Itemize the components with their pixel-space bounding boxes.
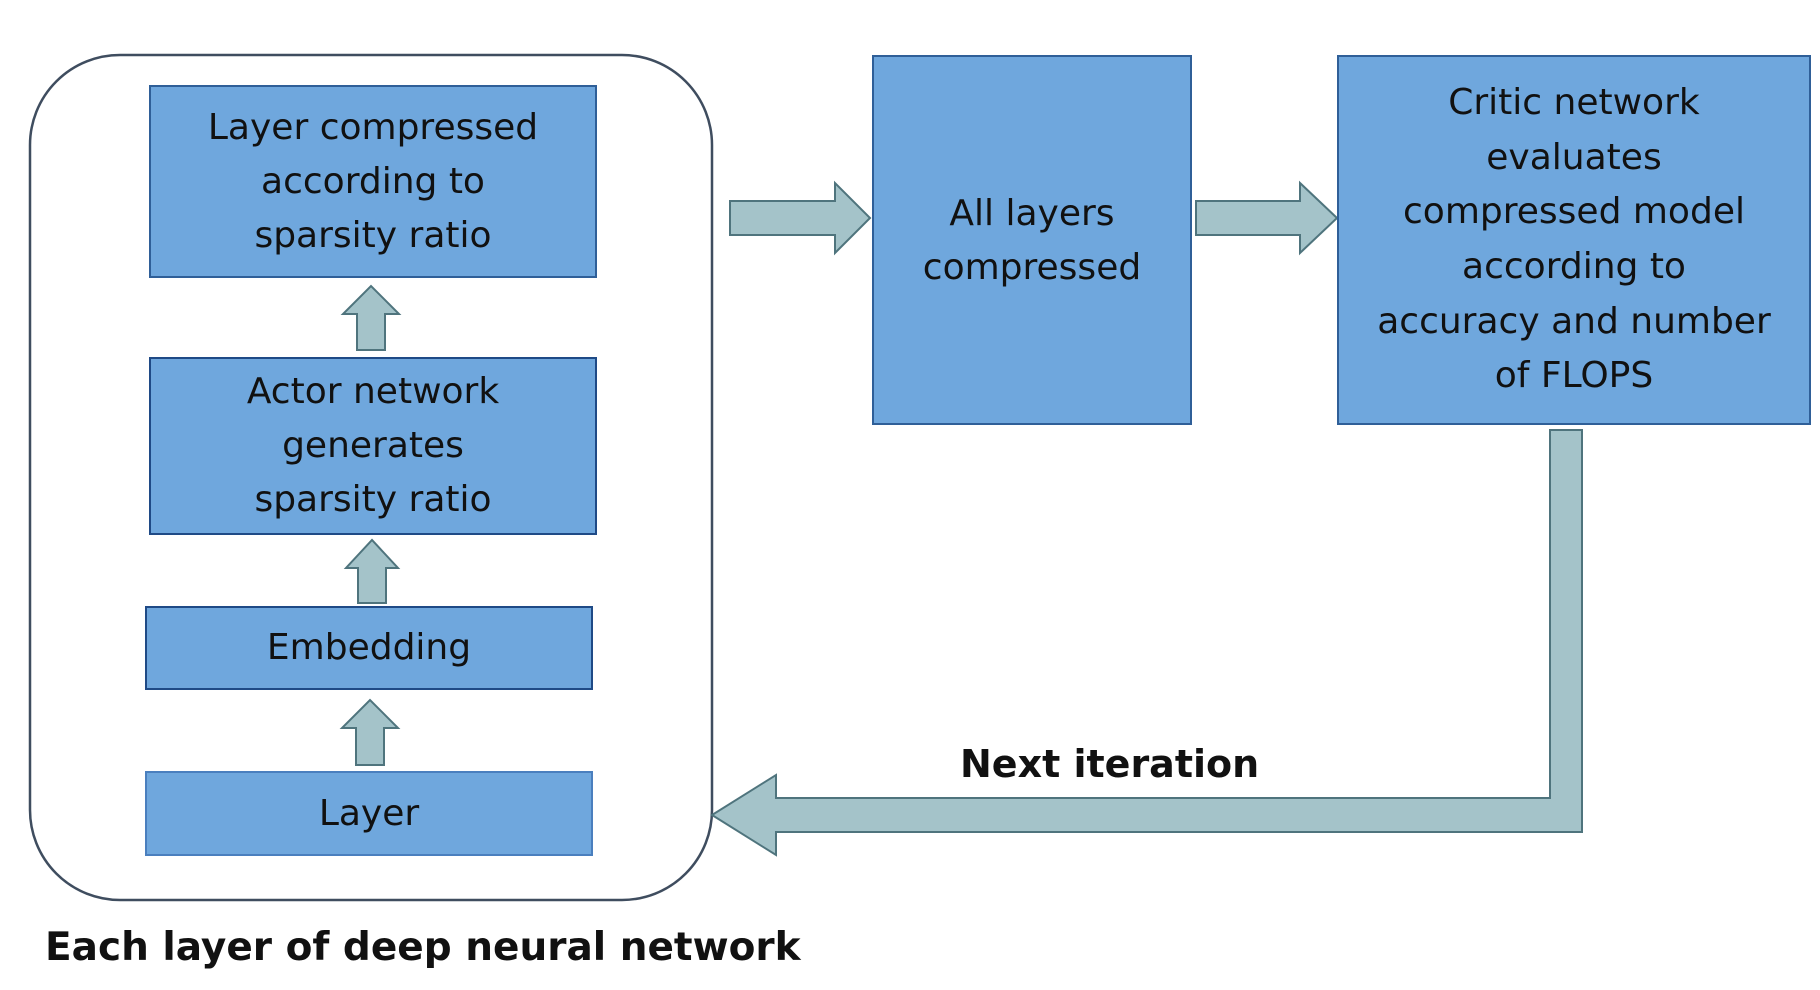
layer-text: Layer [318,792,420,834]
layer-compressed-text: Layer compressed according to sparsity r… [207,106,539,256]
up-arrow-actor-to-compressed [340,284,402,351]
actor-network-text: Actor network generates sparsity ratio [246,371,500,520]
up-arrow-embedding-to-actor [343,538,401,604]
embedding-box: Embedding [145,606,593,690]
up-arrow-layer-to-embedding [339,698,401,766]
actor-network-box: Actor network generates sparsity ratio [149,357,597,535]
next-iteration-label: Next iteration [960,742,1260,786]
all-layers-compressed-box: All layers compressed [872,55,1192,425]
embedding-text: Embedding [266,627,472,668]
critic-network-text: Critic network evaluates compressed mode… [1377,81,1771,397]
right-arrow-container-to-all-layers [729,180,872,256]
right-arrow-all-layers-to-critic [1195,180,1339,256]
all-layers-compressed-text: All layers compressed [922,193,1142,288]
layer-box: Layer [145,771,593,856]
critic-network-box: Critic network evaluates compressed mode… [1337,55,1811,425]
container-caption: Each layer of deep neural network [45,925,801,970]
layer-compressed-box: Layer compressed according to sparsity r… [149,85,597,278]
feedback-arrow-next-iteration [710,429,1583,857]
